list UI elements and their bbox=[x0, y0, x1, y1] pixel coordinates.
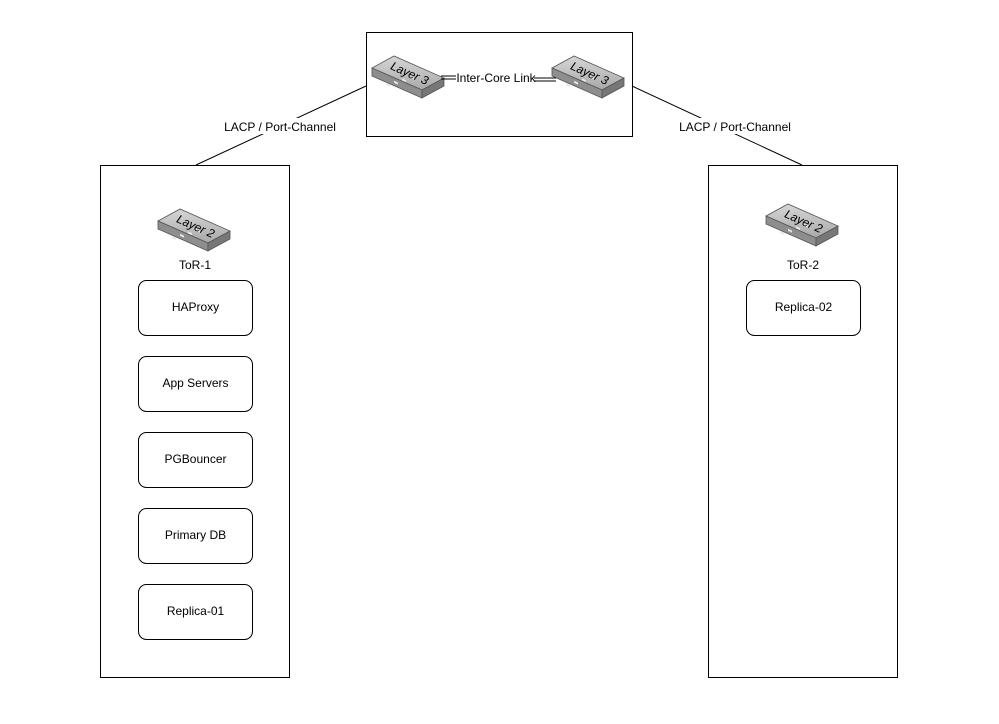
node-app-servers-label: App Servers bbox=[162, 376, 228, 390]
rack-right bbox=[708, 165, 898, 678]
rack-left-nodes: HAProxy App Servers PGBouncer Primary DB… bbox=[138, 280, 253, 640]
uplink-left-label-bg bbox=[224, 118, 336, 134]
node-primary-db-label: Primary DB bbox=[165, 528, 226, 542]
inter-core-link[interactable]: Inter-Core Link bbox=[441, 71, 556, 85]
node-pgbouncer-label: PGBouncer bbox=[164, 452, 226, 466]
node-replica-02-label: Replica-02 bbox=[775, 300, 833, 314]
node-replica-01[interactable] bbox=[138, 584, 253, 640]
inter-core-link-label: Inter-Core Link bbox=[456, 71, 536, 85]
node-app-servers[interactable] bbox=[138, 356, 253, 412]
node-replica-01-label: Replica-01 bbox=[167, 604, 225, 618]
node-primary-db[interactable] bbox=[138, 508, 253, 564]
node-haproxy[interactable] bbox=[138, 280, 253, 336]
uplink-left-label: LACP / Port-Channel bbox=[224, 120, 336, 134]
uplink-right-label: LACP / Port-Channel bbox=[679, 120, 791, 134]
node-pgbouncer[interactable] bbox=[138, 432, 253, 488]
rack-right-nodes: Replica-02 bbox=[746, 280, 861, 336]
node-replica-02[interactable] bbox=[746, 280, 861, 336]
node-haproxy-label: HAProxy bbox=[172, 300, 219, 314]
uplink-right-label-bg bbox=[679, 118, 791, 134]
tor-2-name: ToR-2 bbox=[787, 258, 819, 272]
tor-1-name: ToR-1 bbox=[179, 258, 211, 272]
